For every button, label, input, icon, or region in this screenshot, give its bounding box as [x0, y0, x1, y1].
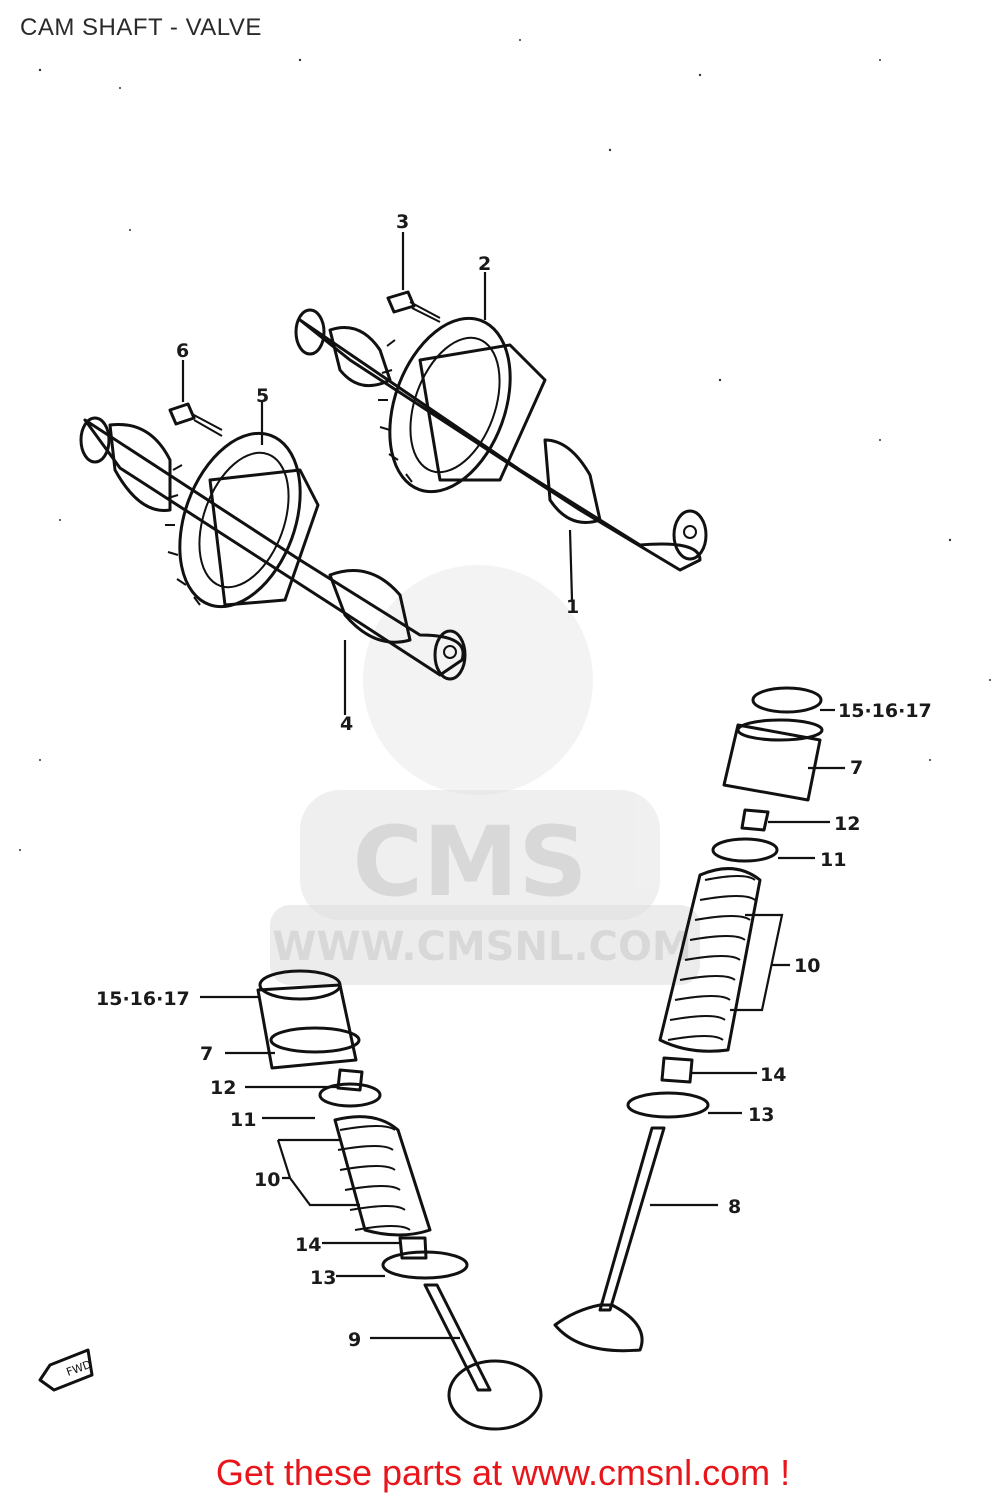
fwd-arrow: FWD: [38, 1348, 94, 1392]
scan-noise: [19, 39, 991, 851]
callout-4: 4: [340, 713, 353, 735]
callout-right-11: 11: [820, 849, 846, 871]
callout-right-7: 7: [850, 757, 863, 779]
watermark-logo: CMS: [352, 806, 587, 918]
callout-5: 5: [256, 385, 269, 407]
callout-left-13: 13: [310, 1267, 336, 1289]
bolt-upper: [386, 290, 441, 323]
callout-right-15-16-17: 15·16·17: [838, 700, 932, 722]
valve-assembly-left: [256, 969, 543, 1431]
callout-1: 1: [566, 596, 579, 618]
bolt-lower: [168, 402, 223, 437]
callout-right-10: 10: [794, 955, 820, 977]
callout-right-14: 14: [760, 1064, 786, 1086]
callout-labels: 3 2 1 6 5 4 15·16·17 7 12 11 10 14 13 8 …: [96, 211, 932, 1351]
callout-2: 2: [478, 253, 491, 275]
watermark-url: WWW.CMSNL.COM: [272, 924, 692, 970]
camshaft-lower: [79, 416, 467, 681]
valve-assembly-right: [553, 686, 824, 1353]
callout-right-13: 13: [748, 1104, 774, 1126]
callout-left-9: 9: [348, 1329, 361, 1351]
callout-right-12: 12: [834, 813, 860, 835]
exploded-diagram: CMS WWW.CMSNL.COM: [19, 39, 991, 1431]
callout-left-11: 11: [230, 1109, 256, 1131]
page-title: CAM SHAFT - VALVE: [20, 14, 262, 41]
callout-left-12: 12: [210, 1077, 236, 1099]
leader-lines: [181, 232, 845, 1340]
callout-left-10: 10: [254, 1169, 280, 1191]
cms-watermark: CMS WWW.CMSNL.COM: [270, 565, 700, 985]
callout-3: 3: [396, 211, 409, 233]
callout-6: 6: [176, 340, 189, 362]
camshaft-upper: [294, 308, 708, 572]
callout-left-7: 7: [200, 1043, 213, 1065]
callout-right-8: 8: [728, 1196, 741, 1218]
callout-left-14: 14: [295, 1234, 321, 1256]
callout-left-15-16-17: 15·16·17: [96, 988, 190, 1010]
footer-parts-link[interactable]: Get these parts at www.cmsnl.com !: [215, 1452, 791, 1493]
